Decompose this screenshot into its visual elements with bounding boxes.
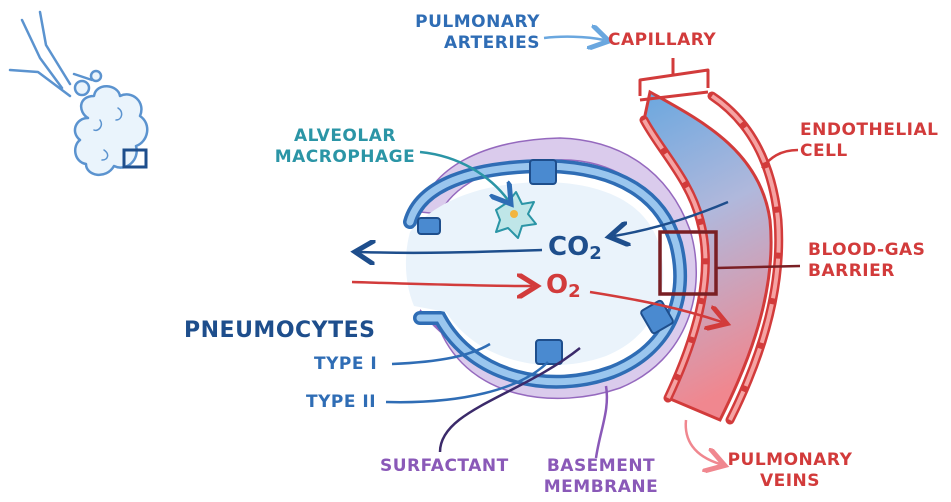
- label-blood-gas-barrier: BLOOD-GAS BARRIER: [808, 240, 925, 282]
- label-basement-membrane: BASEMENT MEMBRANE: [536, 456, 666, 498]
- label-o2: O2: [546, 270, 581, 302]
- label-endothelial-cell: ENDOTHELIAL CELL: [800, 120, 939, 162]
- label-type-2: TYPE II: [306, 392, 376, 413]
- label-co2: CO2: [548, 232, 602, 264]
- label-capillary: CAPILLARY: [608, 30, 716, 51]
- label-pulmonary-veins: PULMONARY VEINS: [720, 450, 860, 492]
- label-alveolar-macrophage: ALVEOLAR MACROPHAGE: [270, 126, 420, 168]
- label-type-1: TYPE I: [314, 354, 377, 375]
- label-surfactant: SURFACTANT: [380, 456, 509, 477]
- label-pulmonary-arteries: PULMONARY ARTERIES: [404, 12, 540, 54]
- label-pneumocytes: PNEUMOCYTES: [184, 318, 375, 344]
